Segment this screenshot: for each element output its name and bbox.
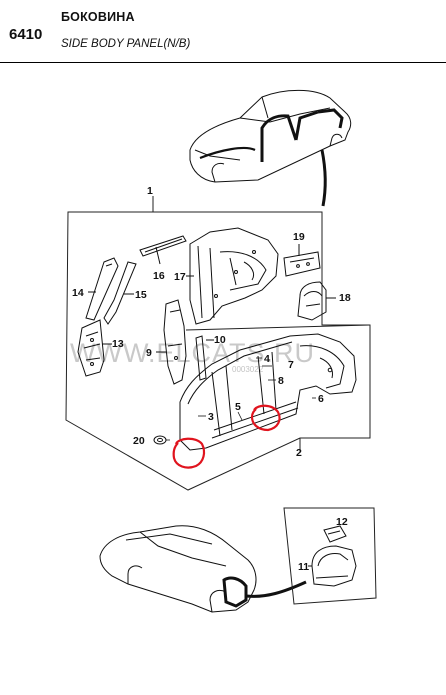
callout-16: 16 — [153, 270, 165, 282]
part-18-wheelhouse — [297, 281, 336, 321]
part-10-strip — [195, 335, 214, 381]
callout-3: 3 — [208, 411, 214, 423]
callout-2: 2 — [296, 447, 302, 459]
section-code: 6410 — [9, 26, 43, 43]
watermark-sub: 0003022 — [232, 365, 264, 374]
callout-20: 20 — [133, 435, 145, 447]
part-17-inner-panel — [186, 227, 279, 325]
highlight-circle-right — [250, 404, 281, 432]
title-en: SIDE BODY PANEL(N/B) — [61, 38, 191, 50]
highlight-circle-left — [172, 437, 206, 469]
callout-1: 1 — [147, 185, 153, 197]
part-20-grommet — [153, 435, 167, 445]
inset-frame — [283, 507, 377, 605]
watermark-text: WWW.ELCATS.RU — [70, 338, 315, 368]
callout-12: 12 — [336, 516, 348, 528]
title-ru: БОКОВИНА — [61, 10, 135, 24]
header-divider — [0, 62, 446, 63]
part-11-arch — [308, 545, 357, 587]
callout-14: 14 — [72, 287, 84, 299]
part-9-centre-pillar — [156, 299, 187, 385]
callout-18: 18 — [339, 292, 351, 304]
part-2-outer-panel — [179, 333, 357, 451]
callout-labels: 1 2 3 4 5 6 7 8 9 10 11 12 13 14 15 16 1… — [72, 185, 351, 573]
part-12-bracket — [323, 525, 347, 543]
part-14-pillar-strip — [85, 257, 119, 321]
callout-6: 6 — [318, 393, 324, 405]
part-19-bracket — [283, 244, 321, 277]
callout-17: 17 — [174, 271, 186, 283]
part-16-roof-rail — [139, 235, 187, 265]
callout-13: 13 — [112, 338, 124, 350]
car-bottom-illustration — [99, 525, 307, 613]
callout-11: 11 — [298, 561, 309, 573]
callout-9: 9 — [146, 347, 152, 359]
callout-8: 8 — [278, 375, 284, 387]
part-15-reinforcement — [103, 261, 137, 325]
callout-15: 15 — [135, 289, 147, 301]
callout-4: 4 — [264, 353, 270, 365]
part-13-lower-pillar — [77, 319, 112, 377]
callout-5: 5 — [235, 401, 241, 413]
highlight-marks — [172, 404, 281, 469]
assembly-frame — [65, 196, 371, 491]
car-top-illustration — [189, 89, 352, 207]
leader-lines — [166, 357, 316, 441]
callout-10: 10 — [214, 334, 226, 346]
callout-19: 19 — [293, 231, 305, 243]
callout-7: 7 — [288, 359, 294, 371]
